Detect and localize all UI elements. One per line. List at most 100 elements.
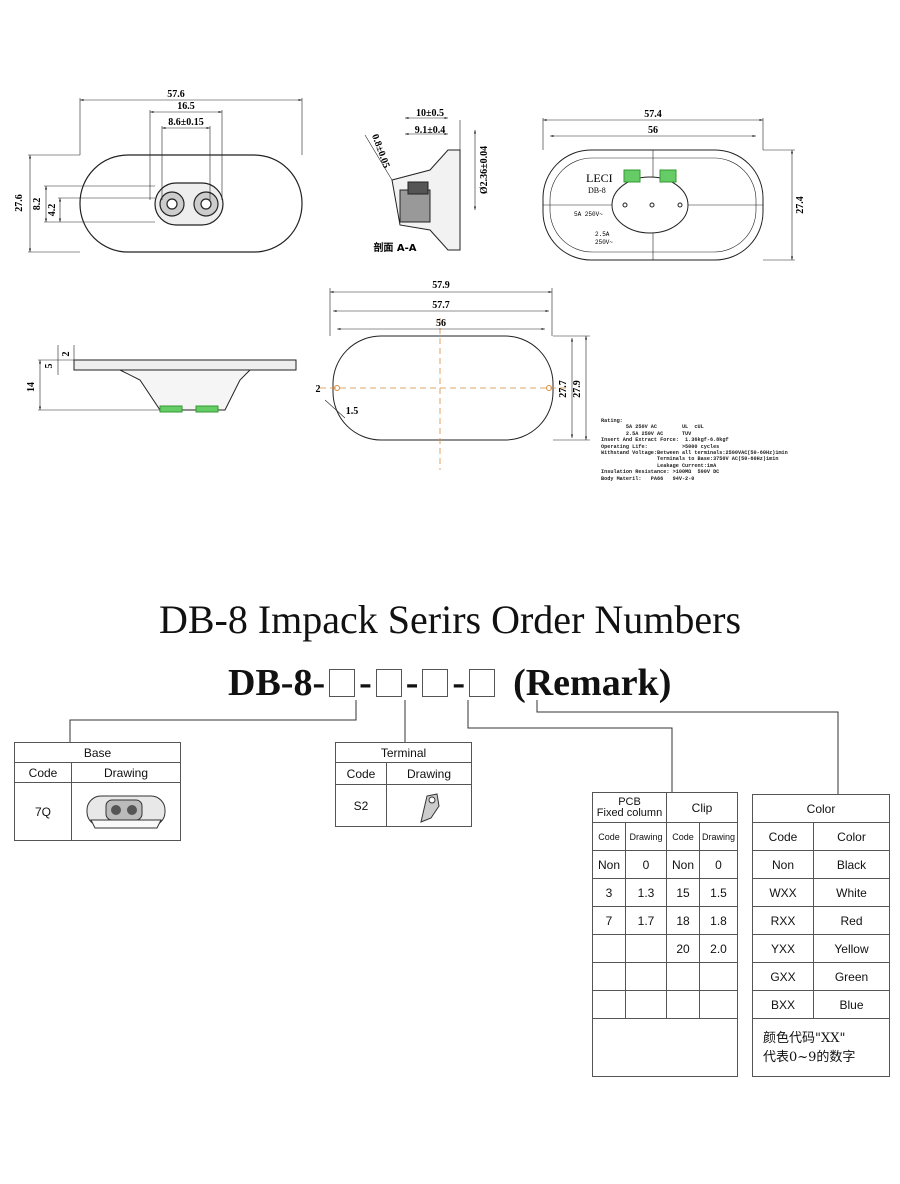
- pcb-title: PCB Fixed column: [592, 792, 667, 823]
- code-box-base: [329, 669, 356, 697]
- bottom-dim-h1: 27.7: [558, 380, 569, 398]
- table-row: BXX Blue: [752, 990, 890, 1019]
- section-label: 剖面 A-A: [373, 241, 416, 254]
- table-cell: 0: [699, 850, 738, 879]
- table-cell: [625, 962, 667, 991]
- terminal-col-code: Code: [335, 762, 387, 785]
- code-dash: -: [359, 662, 372, 704]
- table-cell: 1.3: [625, 878, 667, 907]
- bottom-dim-side: 2: [316, 384, 321, 395]
- color-table: Color Code Color Non Black WXX White RXX…: [752, 794, 890, 1077]
- table-cell: Non: [752, 850, 814, 879]
- table-row: Non 0 Non 0: [592, 850, 738, 879]
- code-dash: -: [405, 662, 419, 704]
- table-row: [592, 990, 738, 1019]
- color-col-color: Color: [813, 822, 890, 851]
- top-dim-width: 57.6: [167, 89, 185, 100]
- rear-dim-height: 27.4: [795, 196, 806, 214]
- table-cell: [666, 990, 700, 1019]
- table-cell: Yellow: [813, 934, 890, 963]
- pcb-col-code: Code: [592, 822, 626, 851]
- table-row: 3 1.3 15 1.5: [592, 878, 738, 907]
- table-cell: 7: [592, 906, 626, 935]
- top-dim-pin: 8.6±0.15: [168, 117, 204, 128]
- bottom-dim-15: 1.5: [346, 406, 359, 417]
- table-cell: 1.8: [699, 906, 738, 935]
- spec-notes: Rating: 5A 250V AC UL cUL 2.5A 250V AC T…: [601, 418, 788, 482]
- table-cell: Black: [813, 850, 890, 879]
- section-drawing: [364, 116, 477, 251]
- top-dim-a: 8.2: [32, 198, 43, 211]
- table-cell: 2.0: [699, 934, 738, 963]
- rear-dim-width: 57.4: [644, 109, 662, 120]
- table-cell: Green: [813, 962, 890, 991]
- top-view-drawing: [28, 98, 303, 253]
- code-remark: (Remark): [513, 662, 672, 704]
- table-cell: 0: [625, 850, 667, 879]
- table-cell: [592, 934, 626, 963]
- color-note-line1: 颜色代码"XX": [763, 1030, 846, 1046]
- clip-title: Clip: [666, 792, 738, 823]
- technical-drawings: 57.6 16.5 8.6±0.15 27.6 8.2 4.2 10±0.5 9…: [14, 89, 806, 470]
- table-cell: RXX: [752, 906, 814, 935]
- side-view-drawing: [38, 345, 297, 413]
- top-dim-mid: 16.5: [177, 101, 195, 112]
- terminal-table: Terminal Code Drawing S2: [335, 742, 472, 827]
- table-cell: Non: [666, 850, 700, 879]
- table-cell: Blue: [813, 990, 890, 1019]
- clip-col-drawing: Drawing: [699, 822, 738, 851]
- terminal-drawing-image: [386, 784, 472, 827]
- table-row: GXX Green: [752, 962, 890, 991]
- section-dim-4: Ø2.36±0.04: [479, 146, 490, 194]
- code-box-pcb-clip: [422, 669, 449, 697]
- base-col-code: Code: [14, 762, 72, 783]
- table-row: YXX Yellow: [752, 934, 890, 963]
- table-cell: [592, 990, 626, 1019]
- table-cell: 3: [592, 878, 626, 907]
- rear-brand: LECI: [586, 171, 613, 185]
- base-connector-image: [86, 795, 166, 828]
- table-row: WXX White: [752, 878, 890, 907]
- order-code: DB-8----(Remark): [228, 661, 671, 705]
- section-dim-2: 9.1±0.4: [415, 125, 446, 136]
- base-drawing-image: [71, 782, 181, 841]
- bottom-dim-1: 57.9: [432, 280, 450, 291]
- table-cell: BXX: [752, 990, 814, 1019]
- table-cell: [666, 962, 700, 991]
- table-row: 20 2.0: [592, 934, 738, 963]
- top-dim-height: 27.6: [14, 194, 25, 212]
- table-row: 7 1.7 18 1.8: [592, 906, 738, 935]
- top-dim-b: 4.2: [47, 204, 58, 217]
- table-cell: White: [813, 878, 890, 907]
- color-col-code: Code: [752, 822, 814, 851]
- terminal-row-code: S2: [335, 784, 387, 827]
- table-cell: 18: [666, 906, 700, 935]
- clip-col-code: Code: [666, 822, 700, 851]
- section-dim-1: 10±0.5: [416, 108, 444, 119]
- bottom-dim-h2: 27.9: [572, 380, 583, 398]
- code-prefix: DB-8-: [228, 662, 326, 704]
- table-cell: [699, 962, 738, 991]
- base-table-title: Base: [14, 742, 181, 763]
- terminal-image: [420, 792, 440, 823]
- color-note-line2: 代表0~9的数字: [763, 1049, 856, 1065]
- base-table: Base Code Drawing 7Q: [14, 742, 181, 841]
- base-col-drawing: Drawing: [71, 762, 181, 783]
- table-row-blank: [592, 1018, 738, 1077]
- side-dim-5: 5: [44, 364, 55, 369]
- rear-rating2: 2.5A: [595, 231, 610, 238]
- table-cell: 15: [666, 878, 700, 907]
- bottom-dim-2: 57.7: [432, 300, 450, 311]
- rear-rating1: 5A 250V~: [574, 211, 603, 218]
- code-box-color: [469, 669, 496, 697]
- page-title: DB-8 Impack Serirs Order Numbers: [158, 597, 742, 642]
- table-row: Non Black: [752, 850, 890, 879]
- table-cell: [625, 990, 667, 1019]
- color-note: 颜色代码"XX" 代表0~9的数字: [752, 1018, 890, 1077]
- bottom-dim-3: 56: [436, 318, 446, 329]
- table-row: [592, 962, 738, 991]
- rear-dim-inner: 56: [648, 125, 658, 136]
- pcb-col-drawing: Drawing: [625, 822, 667, 851]
- table-cell: Non: [592, 850, 626, 879]
- bottom-view-drawing: [320, 288, 590, 470]
